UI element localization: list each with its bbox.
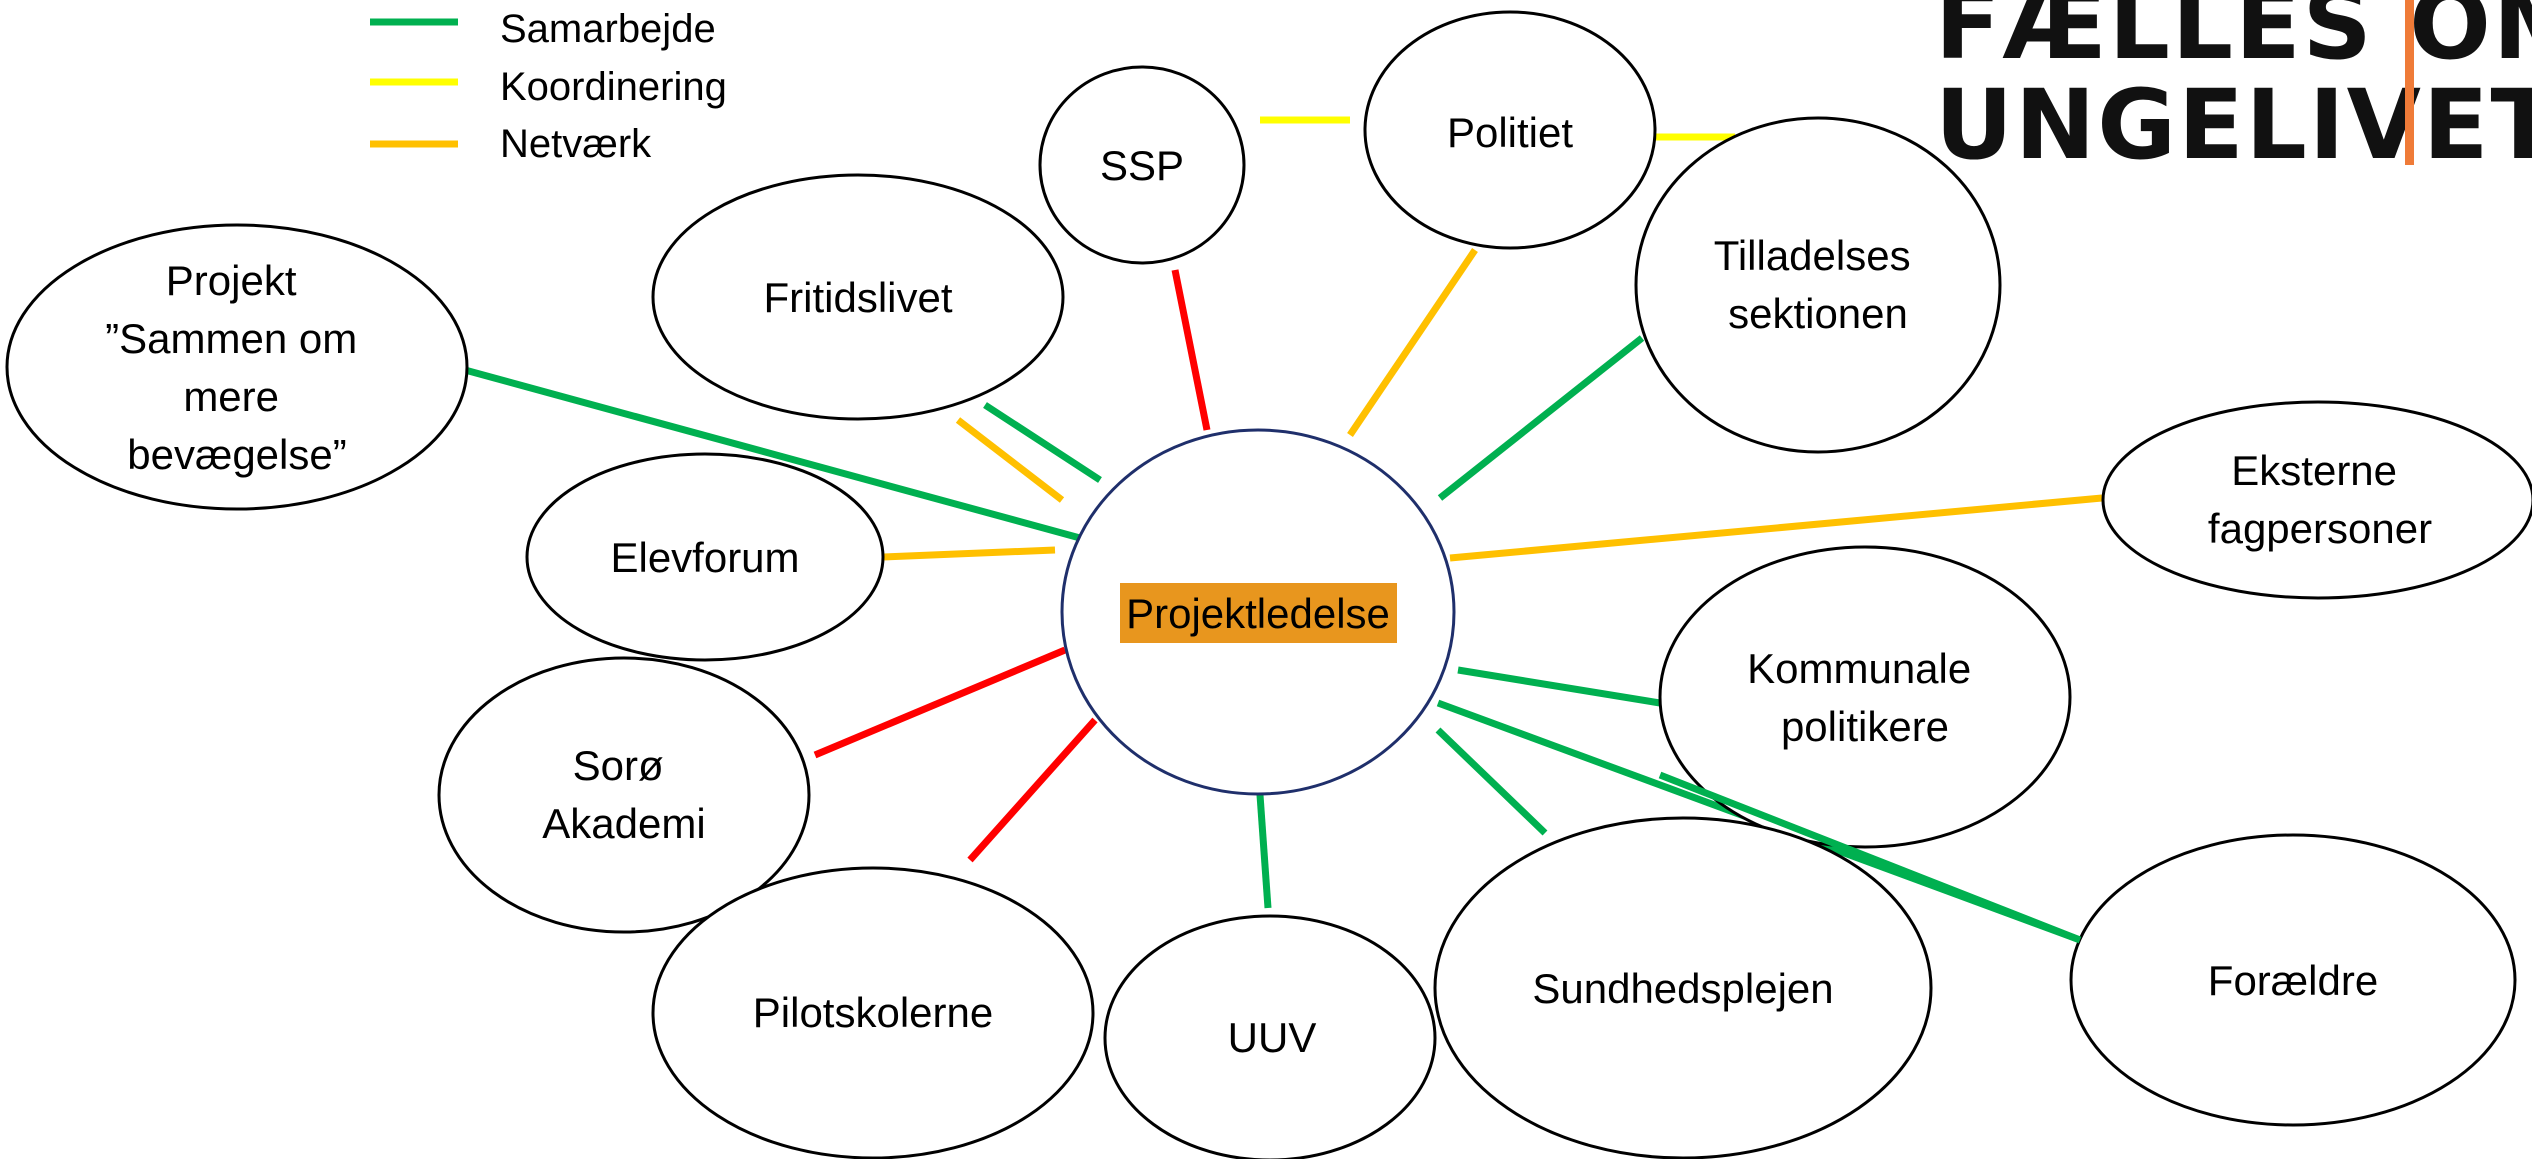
node-label-projekt: Projekt ”Sammen om mere bevægelse” [105,257,369,478]
node-label-sundhed: Sundhedsplejen [1532,965,1833,1012]
connection-eksterne [1449,494,2103,562]
node-label-kommunale: Kommunale politikere [1747,645,1983,750]
node-label-pilot: Pilotskolerne [753,989,993,1036]
node-shape-soroe [437,656,811,934]
center-node: Projektledelse [1060,428,1456,796]
legend-label-netvaerk: Netværk [500,122,652,166]
node-label-tilladelses: Tilladelses sektionen [1714,232,1923,337]
legend-label-koordinering: Koordinering [500,65,727,109]
node-label-soroe: Sorø Akademi [542,742,705,847]
center-label: Projektledelse [1126,590,1390,637]
logo-line-2: UNGELIVET [1935,69,2532,181]
node-shape-projekt [5,223,469,511]
node-shape-eksterne [2101,400,2532,600]
node-shape-sundhed [1433,816,1933,1159]
node-shape-elevforum [525,452,885,662]
node-shape-kommunale [1658,545,2072,849]
nodes [5,10,2532,1159]
connection-foraeldre-overlay [1658,771,2082,944]
connection-fritidslivet-b [955,417,1065,503]
connection-kommunale [1457,666,1661,707]
logo: FÆLLES OM UNGELIVET [1935,0,2532,181]
node-shape-pilot [651,866,1095,1159]
node-shape-tilladelses [1634,116,2002,454]
node-shape-ssp [1038,65,1246,265]
connection-uuv [1256,794,1272,909]
node-label-foraeldre: Forældre [2208,957,2378,1004]
node-label-eksterne: Eksterne fagpersoner [2208,447,2432,552]
center-highlight [1120,583,1397,643]
node-labels: SSP Politiet Tilladelses sektionen Friti… [105,109,2432,1061]
logo-accent-bar [2405,0,2414,165]
connection-tilladelses [1437,335,1645,501]
connection-politiet [1347,248,1478,437]
logo-line-1: FÆLLES OM [1935,0,2532,81]
legend: Samarbejde Koordinering Netværk [370,7,727,166]
connection-fritidslivet-a [983,402,1102,483]
legend-label-samarbejde: Samarbejde [500,7,716,51]
node-label-ssp: SSP [1100,142,1184,189]
node-shape-fritidslivet [651,173,1065,421]
node-shape-politiet [1363,10,1657,250]
connection-pilot [967,717,1098,863]
connections [464,116,2103,944]
connection-ssp [1171,269,1211,431]
node-shape-uuv [1103,914,1437,1159]
connection-projekt [464,366,1081,542]
node-label-politiet: Politiet [1447,109,1573,156]
node-shape-foraeldre [2069,833,2517,1127]
connection-elevforum [882,546,1056,561]
node-label-elevforum: Elevforum [610,534,799,581]
connection-soroe [813,646,1067,759]
node-label-fritidslivet: Fritidslivet [763,274,952,321]
connection-sundhed [1435,727,1548,836]
node-label-uuv: UUV [1228,1014,1317,1061]
